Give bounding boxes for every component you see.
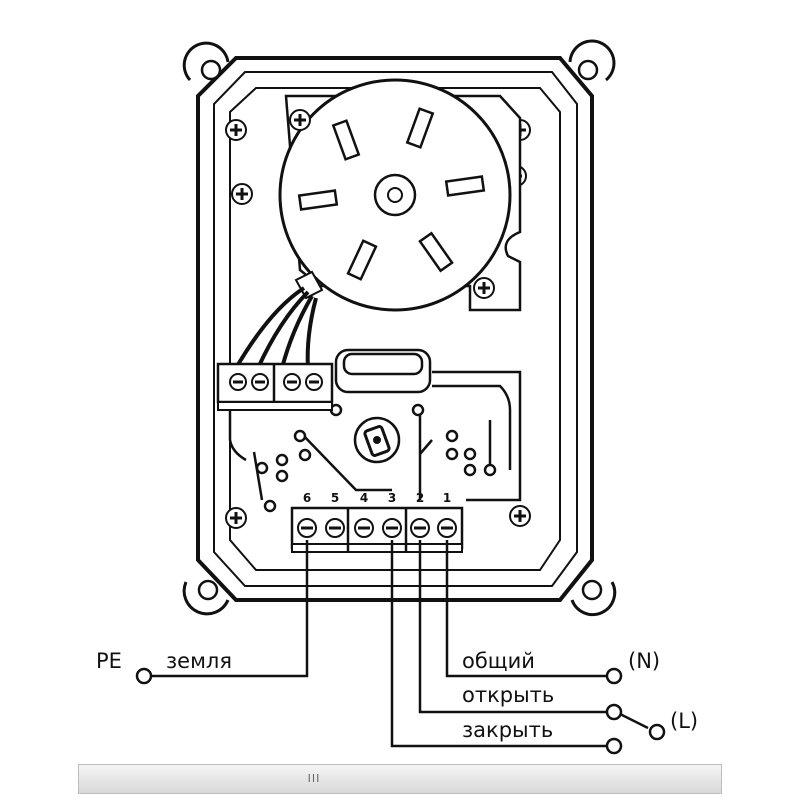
external-wires bbox=[152, 540, 649, 748]
terminal-number-2: 2 bbox=[416, 491, 424, 505]
wire-labels: PE земля общий (N) открыть (L) закрыть bbox=[96, 649, 698, 742]
line-contact bbox=[648, 723, 666, 741]
line-label: (L) bbox=[670, 709, 698, 733]
actuator-housing bbox=[182, 39, 617, 617]
pe-contact bbox=[135, 667, 153, 685]
terminal-number-3: 3 bbox=[388, 491, 396, 505]
pcb-pads bbox=[255, 403, 497, 513]
scrollbar-grip[interactable]: III bbox=[307, 772, 321, 785]
terminal-number-6: 6 bbox=[303, 491, 311, 505]
terminal-block: 6 5 4 3 2 1 bbox=[290, 491, 464, 553]
earth-label: земля bbox=[166, 649, 232, 673]
pe-label: PE bbox=[96, 649, 122, 673]
limit-switch bbox=[353, 416, 401, 464]
close-label: закрыть bbox=[462, 718, 553, 742]
open-label: открыть bbox=[462, 683, 554, 707]
neutral-contact bbox=[605, 667, 623, 685]
capacitor bbox=[334, 348, 432, 394]
neutral-label: (N) bbox=[628, 649, 660, 673]
terminal-number-1: 1 bbox=[443, 491, 451, 505]
terminal-number-4: 4 bbox=[360, 491, 368, 505]
common-label: общий bbox=[462, 649, 535, 673]
pcb-traces bbox=[228, 370, 522, 502]
horizontal-scrollbar[interactable]: III bbox=[78, 764, 722, 794]
motor-terminal-block bbox=[216, 362, 334, 411]
terminal-number-5: 5 bbox=[331, 491, 339, 505]
motor bbox=[278, 78, 522, 312]
motor-wires bbox=[234, 286, 318, 370]
mounting-holes bbox=[197, 59, 603, 601]
contact-points bbox=[135, 667, 666, 755]
close-contact bbox=[605, 737, 623, 755]
open-contact bbox=[605, 703, 623, 721]
